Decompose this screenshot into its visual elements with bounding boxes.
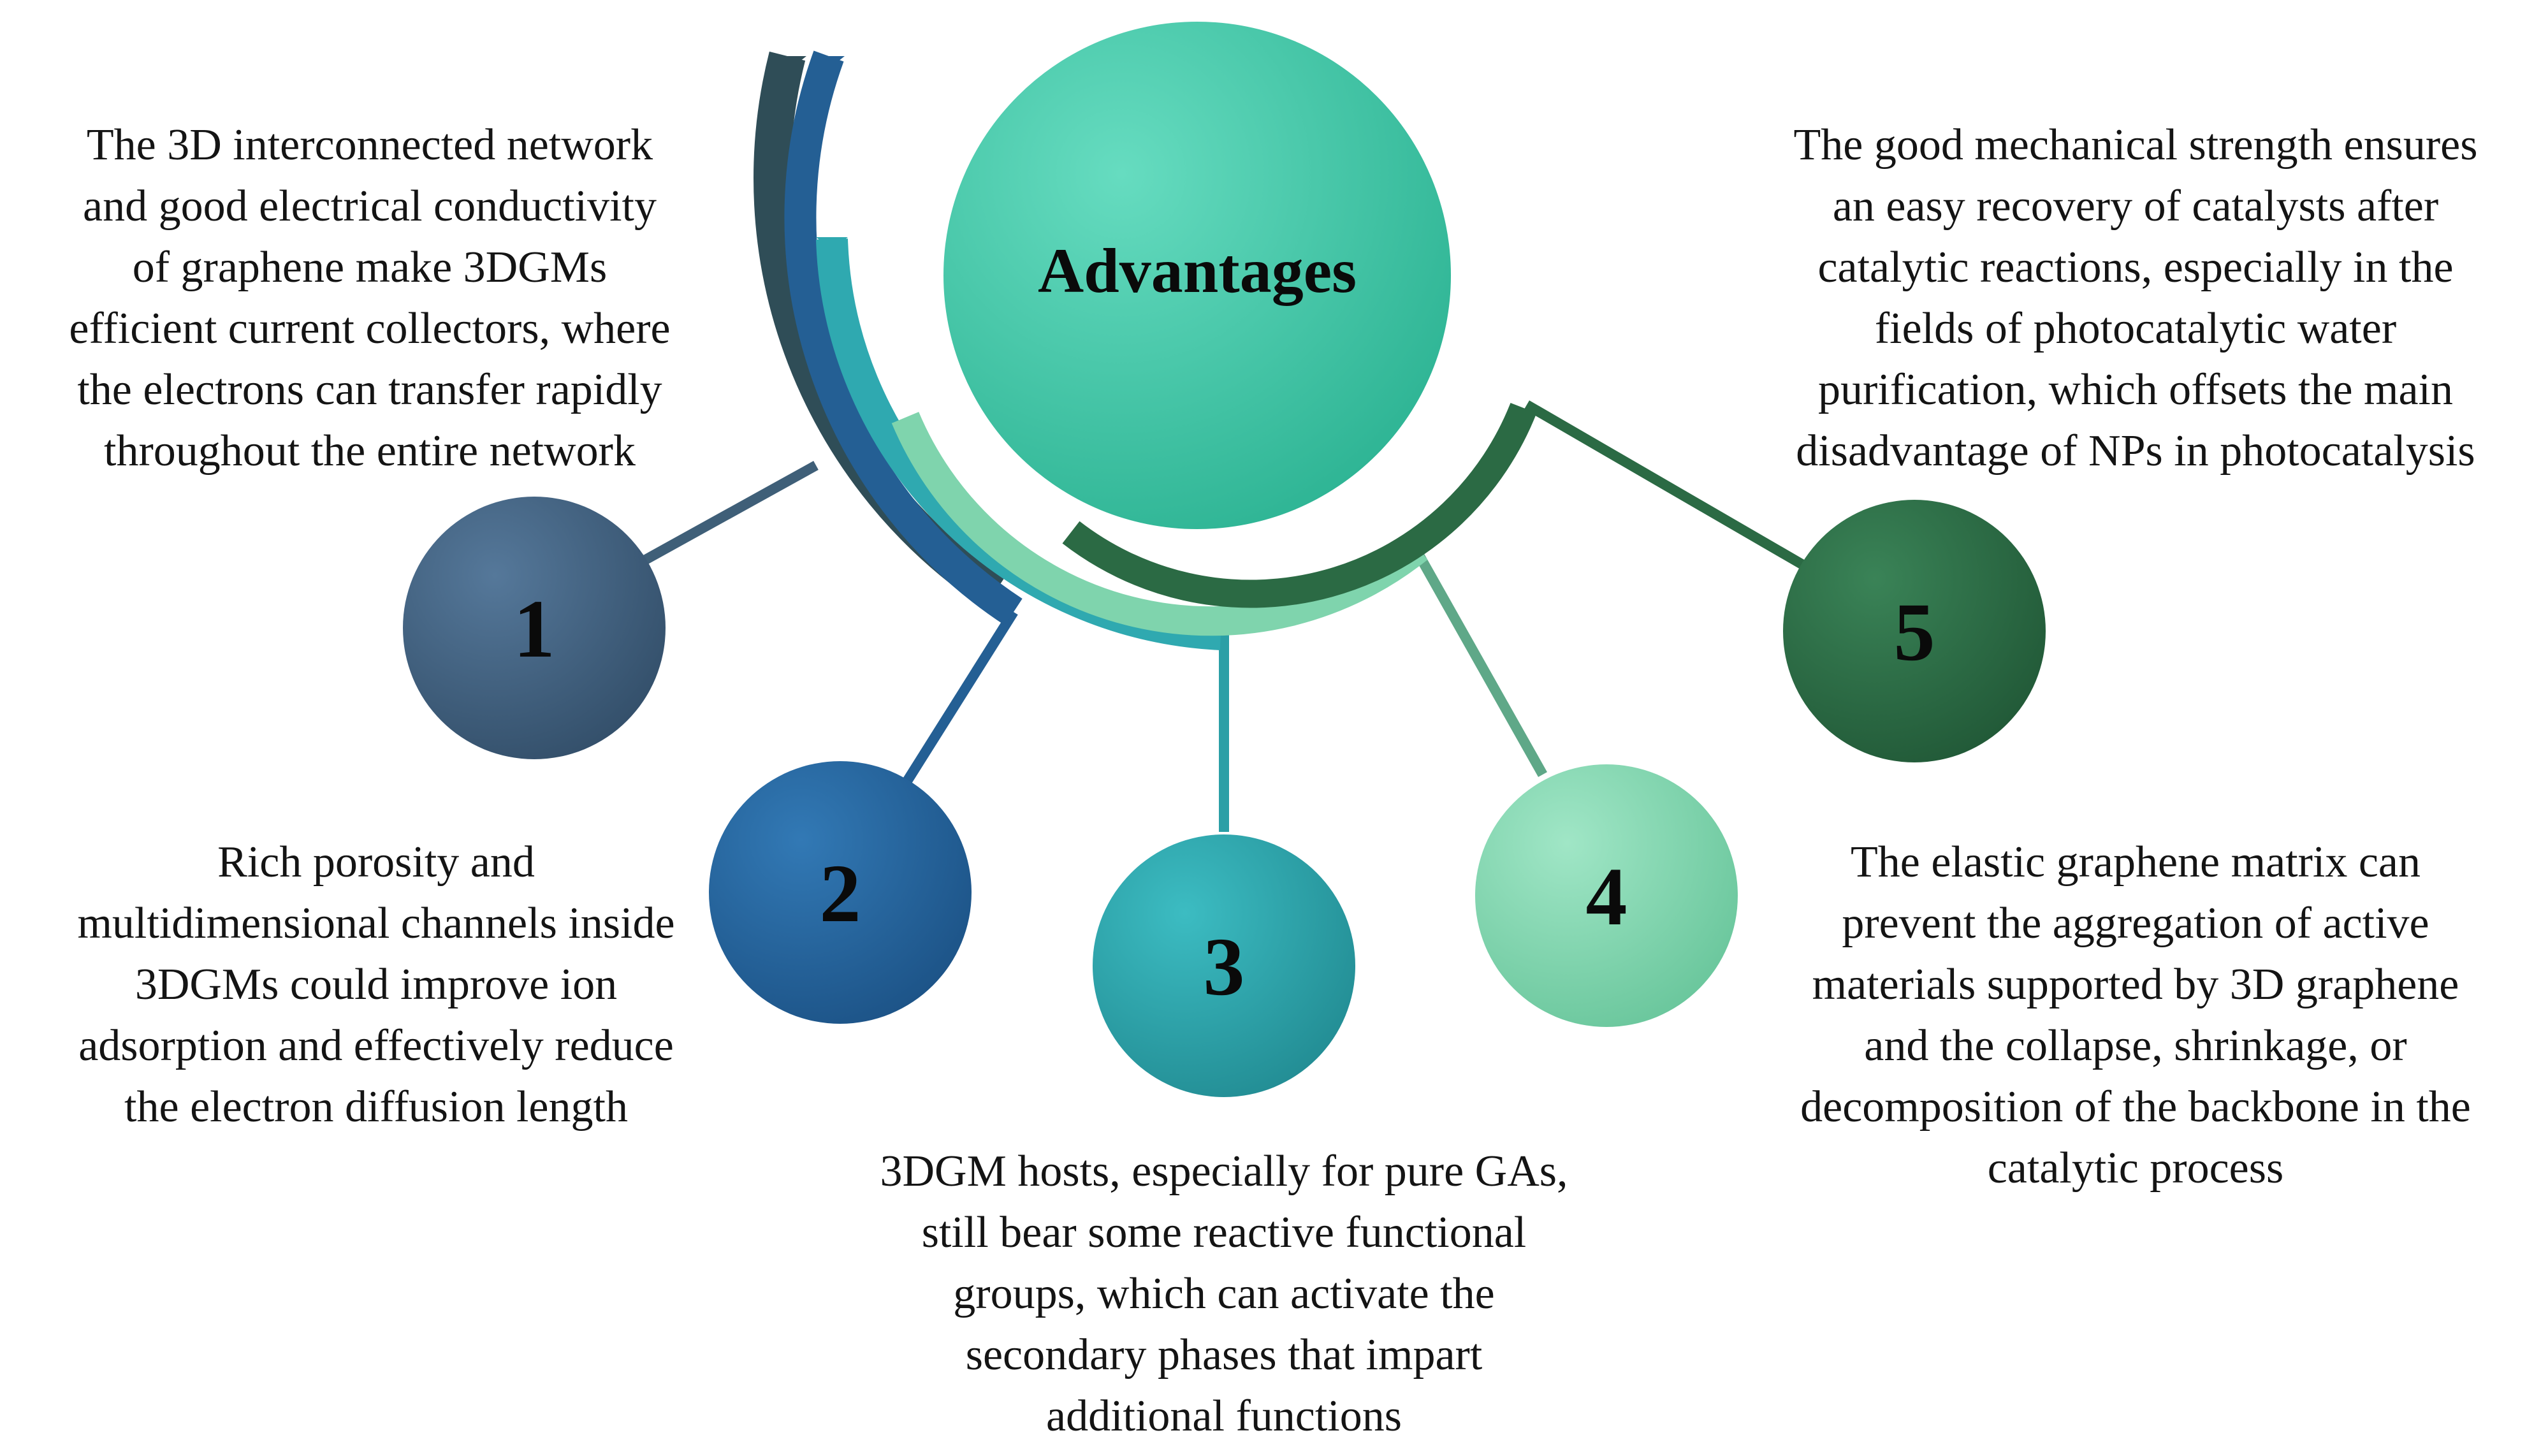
center-title: Advantages [1038, 235, 1357, 306]
connector-1 [635, 461, 819, 569]
advantage-circle-3 [1093, 834, 1355, 1097]
advantage-desc-5-line: disadvantage of NPs in photocatalysis [1796, 426, 2475, 476]
advantage-desc-2-line: 3DGMs could improve ion [135, 960, 618, 1009]
advantage-desc-4-line: catalytic process [1987, 1144, 2284, 1193]
advantage-desc-4-line: and the collapse, shrinkage, or [1864, 1021, 2407, 1070]
advantage-desc-1-line: of graphene make 3DGMs [132, 243, 608, 292]
advantage-desc-4-line: The elastic graphene matrix can [1850, 838, 2421, 887]
advantage-desc-5: The good mechanical strength ensures an … [1734, 115, 2537, 482]
advantage-number-4: 4 [1586, 851, 1627, 943]
advantage-number-3: 3 [1204, 921, 1245, 1013]
advantage-desc-1-line: throughout the entire network [104, 426, 636, 476]
advantage-desc-4-line: decomposition of the backbone in the [1800, 1082, 2471, 1132]
advantage-desc-3-line: secondary phases that impart [965, 1330, 1483, 1380]
advantage-desc-1-line: efficient current collectors, where [69, 304, 671, 353]
advantage-desc-5-line: The good mechanical strength ensures [1793, 120, 2478, 170]
advantage-circle-1 [403, 497, 666, 759]
advantage-desc-2-line: adsorption and effectively reduce [78, 1021, 674, 1070]
advantage-desc-1-line: and good electrical conductivity [83, 182, 657, 231]
advantage-desc-4-line: materials supported by 3D graphene [1812, 960, 2459, 1009]
advantage-desc-2-line: the electron diffusion length [124, 1082, 628, 1132]
arc-band-4 [891, 412, 1428, 636]
center-node: Advantages [943, 22, 1451, 529]
advantage-circle-4 [1475, 764, 1738, 1027]
advantage-circle-5 [1783, 500, 2046, 762]
advantage-desc-1: The 3D interconnected network and good e… [6, 115, 733, 482]
advantage-desc-5-line: fields of photocatalytic water [1874, 304, 2397, 353]
arc-band-5 [1062, 402, 1537, 608]
advantage-desc-5-line: purification, which offsets the main [1818, 365, 2453, 414]
advantage-desc-3-line: 3DGM hosts, especially for pure GAs, [880, 1147, 1568, 1196]
advantage-node-5: 5 [1783, 500, 2046, 762]
connector-4 [1411, 546, 1547, 777]
advantage-desc-5-line: catalytic reactions, especially in the [1817, 243, 2454, 292]
advantage-node-1: 1 [403, 497, 666, 759]
advantage-number-5: 5 [1894, 586, 1935, 678]
advantage-desc-5-line: an easy recovery of catalysts after [1832, 182, 2439, 231]
arc-band-2-tip [813, 56, 845, 69]
advantage-desc-1-line: The 3D interconnected network [86, 120, 653, 170]
advantage-desc-4: The elastic graphene matrix can prevent … [1734, 832, 2537, 1199]
advantage-node-4: 4 [1475, 764, 1738, 1027]
connector-lines [635, 400, 1810, 832]
advantage-circle-2 [709, 761, 972, 1024]
advantage-desc-4-line: prevent the aggregation of active [1842, 899, 2429, 948]
arc-band-1-tip [768, 56, 806, 71]
arc-bands [754, 50, 1537, 650]
advantage-desc-2-line: Rich porosity and [217, 838, 535, 887]
arc-band-2 [784, 50, 1023, 625]
center-circle [943, 22, 1451, 529]
connector-5 [1524, 400, 1810, 572]
advantage-desc-2: Rich porosity and multidimensional chann… [19, 832, 733, 1138]
connector-2 [901, 609, 1018, 787]
advantage-desc-2-line: multidimensional channels inside [77, 899, 675, 948]
advantage-desc-1-line: the electrons can transfer rapidly [77, 365, 662, 414]
advantage-desc-3-line: additional functions [1046, 1392, 1402, 1441]
advantage-node-2: 2 [709, 761, 972, 1024]
advantage-desc-3: 3DGM hosts, especially for pure GAs, sti… [829, 1141, 1619, 1447]
advantage-number-2: 2 [820, 848, 861, 940]
arc-band-3-tip [816, 237, 848, 250]
advantage-desc-3-line: groups, which can activate the [953, 1269, 1495, 1318]
advantage-desc-3-line: still bear some reactive functional [921, 1208, 1527, 1257]
advantage-node-3: 3 [1093, 834, 1355, 1097]
advantage-number-1: 1 [514, 583, 555, 675]
